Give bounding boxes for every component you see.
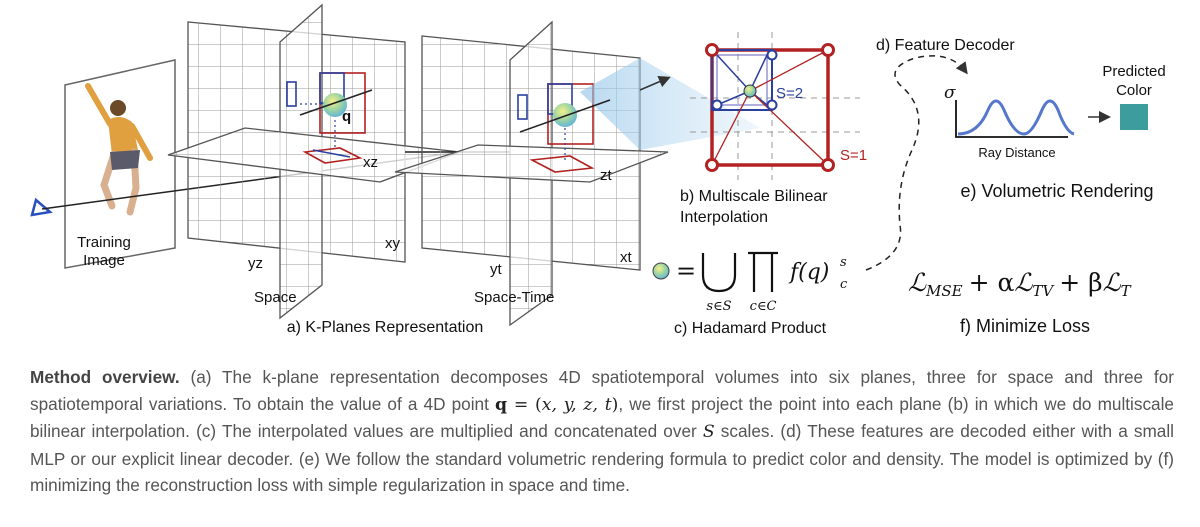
decoder-path (865, 55, 968, 271)
f-subscript: c (840, 277, 848, 292)
plane-xy-label: xy (385, 235, 401, 252)
hadamard-eq: = (676, 257, 696, 285)
predicted-label-1: Predicted (1102, 63, 1165, 80)
space-planes: q xz yz xy Space (167, 3, 461, 320)
training-image-label-2: Image (83, 252, 125, 269)
f-of-q: f(q) (788, 260, 829, 285)
predicted-label-2: Color (1116, 82, 1152, 99)
space-label: Space (254, 289, 297, 306)
f-superscript: s (840, 255, 847, 270)
section-d-label: d) Feature Decoder (876, 37, 1015, 54)
plane-xz-label: xz (363, 154, 378, 171)
section-b-label-2: Interpolation (680, 209, 768, 226)
q-label: q (342, 108, 351, 125)
sigma-label: σ (944, 83, 956, 103)
loss-equation: ℒMSE+ αℒTV+ βℒT f) Minimize Loss (908, 268, 1132, 336)
caption-tuple: x, y, z, t (541, 394, 612, 415)
section-e-label: e) Volumetric Rendering (960, 181, 1153, 201)
scale-2-label: S=2 (776, 85, 803, 102)
plane-xt-label: xt (620, 249, 633, 266)
section-f-label: f) Minimize Loss (960, 316, 1090, 336)
section-a-label: a) K-Planes Representation (287, 319, 484, 336)
caption-bold: Method overview. (30, 367, 180, 387)
ray-distance-label: Ray Distance (978, 145, 1055, 160)
plane-yt-label: yt (490, 261, 503, 278)
caption-part-3: scales. (d) These features are decoded e… (30, 421, 1174, 495)
volumetric-rendering: σ Ray Distance Predicted Color e) Volume… (944, 63, 1166, 201)
query-point (323, 93, 347, 117)
section-c-label: c) Hadamard Product (674, 320, 827, 337)
caption-part-2: , we first project the point into each p… (30, 393, 1174, 442)
plane-zt-label: zt (600, 167, 613, 184)
scale-1-label: S=1 (840, 147, 867, 164)
figure-caption: Method overview. (a) The k-plane represe… (30, 364, 1174, 499)
query-point-spacetime (553, 103, 577, 127)
training-image: Training Image (30, 59, 461, 269)
predicted-color-swatch (1120, 104, 1148, 130)
section-b-label-1: b) Multiscale Bilinear (680, 188, 828, 205)
caption-eq: = ( (507, 394, 542, 415)
camera-icon (30, 197, 53, 217)
caption-part-1: (a) The k-plane representation decompose… (30, 367, 1174, 414)
person-figure (85, 83, 153, 216)
spacetime-planes: zt yt xt Space-Time (394, 20, 760, 327)
plane-yz-label: yz (248, 255, 263, 272)
caption-q: q (495, 394, 508, 415)
caption-S: S (702, 422, 715, 442)
caption-close: ) (611, 394, 619, 415)
product-subscript: c∈C (750, 299, 777, 314)
training-image-label-1: Training (77, 234, 131, 251)
union-subscript: s∈S (706, 299, 731, 314)
bilinear-interpolation: S=2 S=1 b) Multiscale Bilinear Interpola… (680, 32, 867, 226)
method-diagram: Training Image q xz yz xy Space (30, 3, 1166, 337)
loss-equation-text: ℒMSE+ αℒTV+ βℒT (908, 268, 1132, 300)
hadamard-product: = s∈S c∈C f(q) s c c) Hadamard Product (652, 251, 848, 337)
spacetime-label: Space-Time (474, 289, 554, 306)
